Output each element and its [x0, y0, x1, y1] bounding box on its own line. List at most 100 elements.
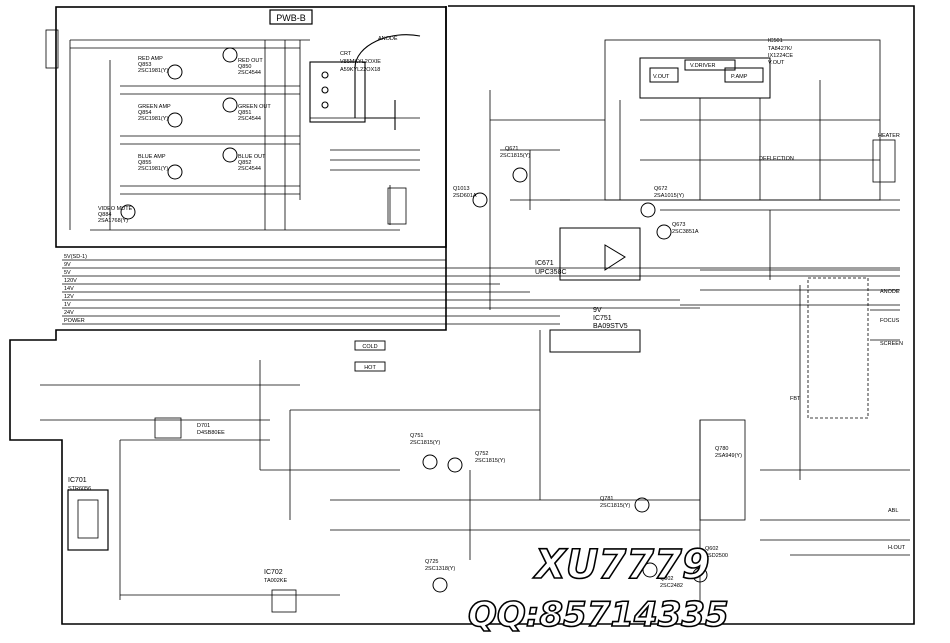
svg-text:2SA1015(Y): 2SA1015(Y)	[654, 193, 684, 199]
ic671-block	[559, 227, 641, 281]
main-board-frame	[9, 5, 915, 625]
svg-text:Q853: Q853	[138, 62, 151, 68]
ic501-part-1: TA8427K/	[768, 46, 793, 52]
svg-text:Q671: Q671	[505, 146, 518, 152]
power-bus-labels: 5V(SD-1) 9V 5V 120V 14V 12V 1V 24V POWER	[64, 254, 87, 324]
svg-text:2SA1768(Y): 2SA1768(Y)	[98, 218, 128, 224]
d701-part: D4SB80EE	[197, 430, 225, 436]
svg-text:GREEN AMP: GREEN AMP	[138, 104, 171, 110]
svg-text:BLUE AMP: BLUE AMP	[138, 154, 166, 160]
svg-text:2SC4544: 2SC4544	[238, 116, 261, 122]
focus-connector-label: FOCUS	[880, 318, 900, 324]
svg-text:GREEN OUT: GREEN OUT	[238, 104, 271, 110]
svg-text:2SC1815(Y): 2SC1815(Y)	[410, 440, 440, 446]
svg-text:2SC1981(Y): 2SC1981(Y)	[138, 68, 168, 74]
svg-text:2SC1981(Y): 2SC1981(Y)	[138, 166, 168, 172]
video-mute-stage: VIDEO MUTE Q884 2SA1768(Y)	[98, 204, 136, 224]
svg-text:Q673: Q673	[672, 222, 685, 228]
svg-text:Q851: Q851	[238, 110, 251, 116]
svg-text:2SC3851A: 2SC3851A	[672, 229, 699, 235]
svg-text:Q850: Q850	[238, 64, 251, 70]
ic501-vdriver-block: V.DRIVER	[690, 63, 716, 69]
ic751-block	[549, 329, 641, 353]
svg-text:2SC1981(Y): 2SC1981(Y)	[138, 116, 168, 122]
svg-text:5V: 5V	[64, 270, 71, 276]
cold-label: COLD	[362, 344, 377, 350]
ic751-voltage: 9V	[593, 307, 602, 314]
hout-connector-label: H.OUT	[888, 545, 906, 551]
svg-text:Q602: Q602	[705, 546, 718, 552]
svg-text:POWER: POWER	[64, 318, 85, 324]
ic671-label: IC671	[535, 260, 554, 267]
svg-text:Q751: Q751	[410, 433, 423, 439]
svg-text:Q781: Q781	[600, 496, 613, 502]
svg-text:2SC1815(Y): 2SC1815(Y)	[500, 153, 530, 159]
pwb-b-label-box	[269, 9, 313, 25]
svg-text:2SC2482: 2SC2482	[660, 583, 683, 589]
ic751-part: BA09STV5	[593, 323, 628, 330]
svg-text:VIDEO MUTE: VIDEO MUTE	[98, 206, 133, 212]
svg-text:12V: 12V	[64, 294, 74, 300]
screen-connector-label: SCREEN	[880, 341, 903, 347]
pwb-b-label: PWB-B	[276, 13, 306, 23]
svg-text:2SA949(Y): 2SA949(Y)	[715, 453, 742, 459]
d701-label: D701	[197, 423, 210, 429]
ic701-label: IC701	[68, 477, 87, 484]
svg-text:RED OUT: RED OUT	[238, 58, 263, 64]
svg-text:Q802: Q802	[660, 576, 673, 582]
ic501-label: IC501	[768, 38, 783, 44]
svg-text:Q854: Q854	[138, 110, 151, 116]
crt-anode-label: ANODE	[378, 36, 398, 42]
svg-text:2SC1815(Y): 2SC1815(Y)	[475, 458, 505, 464]
svg-text:14V: 14V	[64, 286, 74, 292]
deflection-wiring	[489, 39, 900, 480]
svg-text:Q1013: Q1013	[453, 186, 470, 192]
svg-text:BLUE OUT: BLUE OUT	[238, 154, 266, 160]
crt-part-1: V85MKYL2OXIE	[340, 59, 381, 65]
svg-text:2SD2500: 2SD2500	[705, 553, 728, 559]
fbt-label: FBT	[790, 396, 801, 402]
svg-text:5V(SD-1): 5V(SD-1)	[64, 254, 87, 260]
svg-text:2SC1815(Y): 2SC1815(Y)	[600, 503, 630, 509]
pwb-b-wiring	[45, 29, 420, 231]
watermark-line-1: XU7779	[532, 542, 710, 588]
hot-box	[354, 361, 386, 372]
transistor-labels: Q671 2SC1815(Y) Q1013 2SD601A Q672 2SA10…	[410, 146, 742, 589]
ic702-part: TA002KE	[264, 578, 287, 584]
svg-text:Q672: Q672	[654, 186, 667, 192]
hot-label: HOT	[364, 365, 376, 371]
svg-text:120V: 120V	[64, 278, 77, 284]
video-amp-green: GREEN AMP Q854 2SC1981(Y) GREEN OUT Q851…	[138, 97, 271, 128]
crt-section	[309, 34, 421, 130]
video-amp-blue: BLUE AMP Q855 2SC1981(Y) BLUE OUT Q852 2…	[138, 147, 266, 180]
ic501-part-3: V.OUT	[768, 60, 785, 66]
svg-text:2SC4544: 2SC4544	[238, 70, 261, 76]
abl-connector-label: ABL	[888, 508, 898, 514]
svg-text:Q725: Q725	[425, 559, 438, 565]
svg-text:Q780: Q780	[715, 446, 728, 452]
svg-text:RED AMP: RED AMP	[138, 56, 163, 62]
heater-connector-label: HEATER	[878, 133, 900, 139]
svg-text:Q852: Q852	[238, 160, 251, 166]
power-bus	[62, 259, 900, 325]
svg-text:1V: 1V	[64, 302, 71, 308]
deflection-label: DEFLECTION	[759, 156, 794, 162]
ic501-vout-block: V.OUT	[653, 74, 670, 80]
ic671-part: UPC358C	[535, 269, 567, 276]
svg-text:Q752: Q752	[475, 451, 488, 457]
ic702-label: IC702	[264, 569, 283, 576]
power-supply-wiring	[40, 330, 910, 613]
anode-connector-label: ANODE	[880, 289, 900, 295]
transistor-symbols	[422, 167, 708, 593]
watermark-line-2: QQ:85714335	[468, 595, 729, 635]
ic751-label: IC751	[593, 315, 612, 322]
svg-text:2SD601A: 2SD601A	[453, 193, 477, 199]
ic501-part-2: IX1224CE	[768, 53, 793, 59]
cold-box	[354, 340, 386, 351]
svg-text:2SC1318(Y): 2SC1318(Y)	[425, 566, 455, 572]
svg-text:9V: 9V	[64, 262, 71, 268]
svg-text:2SC4544: 2SC4544	[238, 166, 261, 172]
ic501-pamp-block: P.AMP	[731, 74, 748, 80]
